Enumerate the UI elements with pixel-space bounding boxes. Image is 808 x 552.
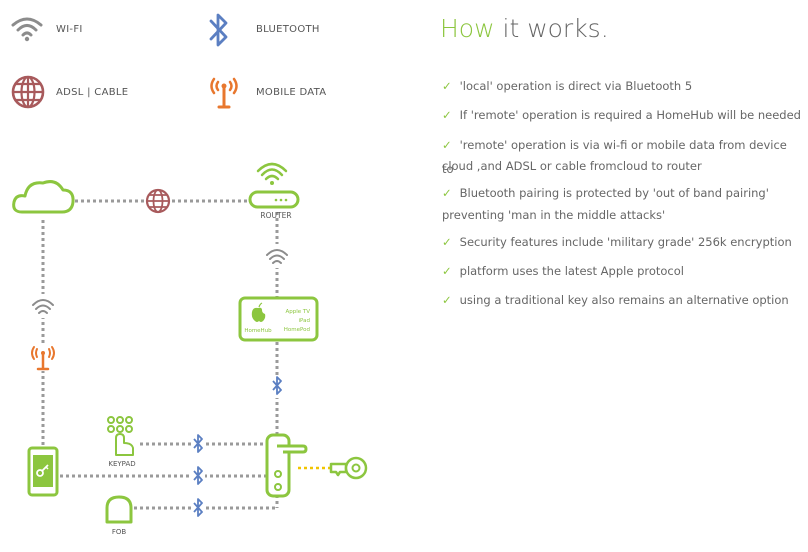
wifi-legend-label: WI-FI bbox=[56, 24, 83, 35]
bluetooth-icon bbox=[191, 465, 205, 487]
page-title: How it works. bbox=[440, 14, 609, 43]
feature-text: Security features include 'military grad… bbox=[459, 235, 792, 249]
feature-text: If 'remote' operation is required a Home… bbox=[459, 108, 801, 122]
check-icon: ✓ bbox=[442, 108, 452, 122]
feature-text: preventing 'man in the middle attacks' bbox=[442, 208, 666, 222]
fob-icon bbox=[105, 495, 133, 524]
mobile-legend-label: MOBILE DATA bbox=[256, 87, 327, 98]
feature-item: ✓ Bluetooth pairing is protected by 'out … bbox=[442, 181, 802, 205]
feature-continuation: cloud ,and ADSL or cable fromcloud to ro… bbox=[442, 154, 802, 178]
bluetooth-icon bbox=[191, 433, 205, 455]
check-icon: ✓ bbox=[442, 264, 452, 278]
feature-item: ✓ using a traditional key also remains an… bbox=[442, 288, 802, 312]
key-icon bbox=[329, 456, 368, 480]
adsl-legend-label: ADSL | CABLE bbox=[56, 87, 129, 98]
bluetooth-legend-label: BLUETOOTH bbox=[256, 24, 320, 35]
wifi-icon bbox=[264, 244, 292, 268]
title-accent: How bbox=[440, 14, 495, 43]
door-lock-icon bbox=[265, 433, 308, 498]
wifi-icon bbox=[30, 294, 58, 318]
feature-text: platform uses the latest Apple protocol bbox=[459, 264, 684, 278]
homehub-label: HomeHub bbox=[244, 328, 272, 334]
feature-text: Bluetooth pairing is protected by 'out o… bbox=[459, 186, 769, 200]
feature-item: ✓'remote' operation is via wi-fi or mobi… bbox=[442, 133, 802, 181]
smartphone-icon bbox=[27, 446, 59, 497]
feature-item: ✓ If 'remote' operation is required a Hom… bbox=[442, 103, 802, 127]
router-label: ROUTER bbox=[260, 211, 291, 220]
bluetooth-icon bbox=[270, 376, 284, 398]
fob-label: FOB bbox=[112, 528, 127, 536]
title-rest: it works. bbox=[494, 14, 609, 43]
homepod-label: HomePod bbox=[284, 327, 310, 333]
cloud-icon bbox=[12, 180, 75, 214]
wifi-legend-icon bbox=[11, 17, 43, 42]
apple-tv-label: Apple TV bbox=[285, 309, 310, 315]
apple-icon bbox=[251, 302, 266, 322]
keypad-label: KEYPAD bbox=[108, 460, 135, 468]
mobile-tower-legend-icon bbox=[210, 77, 238, 109]
check-icon: ✓ bbox=[442, 138, 452, 152]
check-icon: ✓ bbox=[442, 186, 452, 200]
check-icon: ✓ bbox=[442, 293, 452, 307]
check-icon: ✓ bbox=[442, 79, 452, 93]
check-icon: ✓ bbox=[442, 235, 452, 249]
mobile-tower-icon bbox=[28, 343, 58, 371]
keypad-icon bbox=[107, 416, 134, 456]
bluetooth-icon bbox=[191, 497, 205, 519]
ipad-label: iPad bbox=[299, 318, 310, 324]
feature-text: cloud ,and ADSL or cable fromcloud to ro… bbox=[442, 159, 702, 173]
globe-legend-icon bbox=[11, 75, 45, 109]
feature-item: ✓ 'local' operation is direct via Bluetoo… bbox=[442, 74, 802, 98]
feature-text: 'local' operation is direct via Bluetoot… bbox=[459, 79, 693, 93]
feature-text: using a traditional key also remains an … bbox=[459, 293, 789, 307]
network-diagram: ROUTER HomeHub Apple TV iPad HomePod bbox=[12, 162, 368, 536]
feature-text: 'remote' operation is via wi-fi or mobil… bbox=[442, 138, 787, 176]
globe-icon bbox=[145, 188, 171, 214]
feature-item: ✓ platform uses the latest Apple protocol bbox=[442, 259, 802, 283]
bluetooth-legend-icon bbox=[209, 13, 228, 47]
router-icon bbox=[248, 162, 300, 209]
feature-item: ✓ Security features include 'military gra… bbox=[442, 230, 802, 254]
feature-continuation: preventing 'man in the middle attacks' bbox=[442, 203, 802, 227]
